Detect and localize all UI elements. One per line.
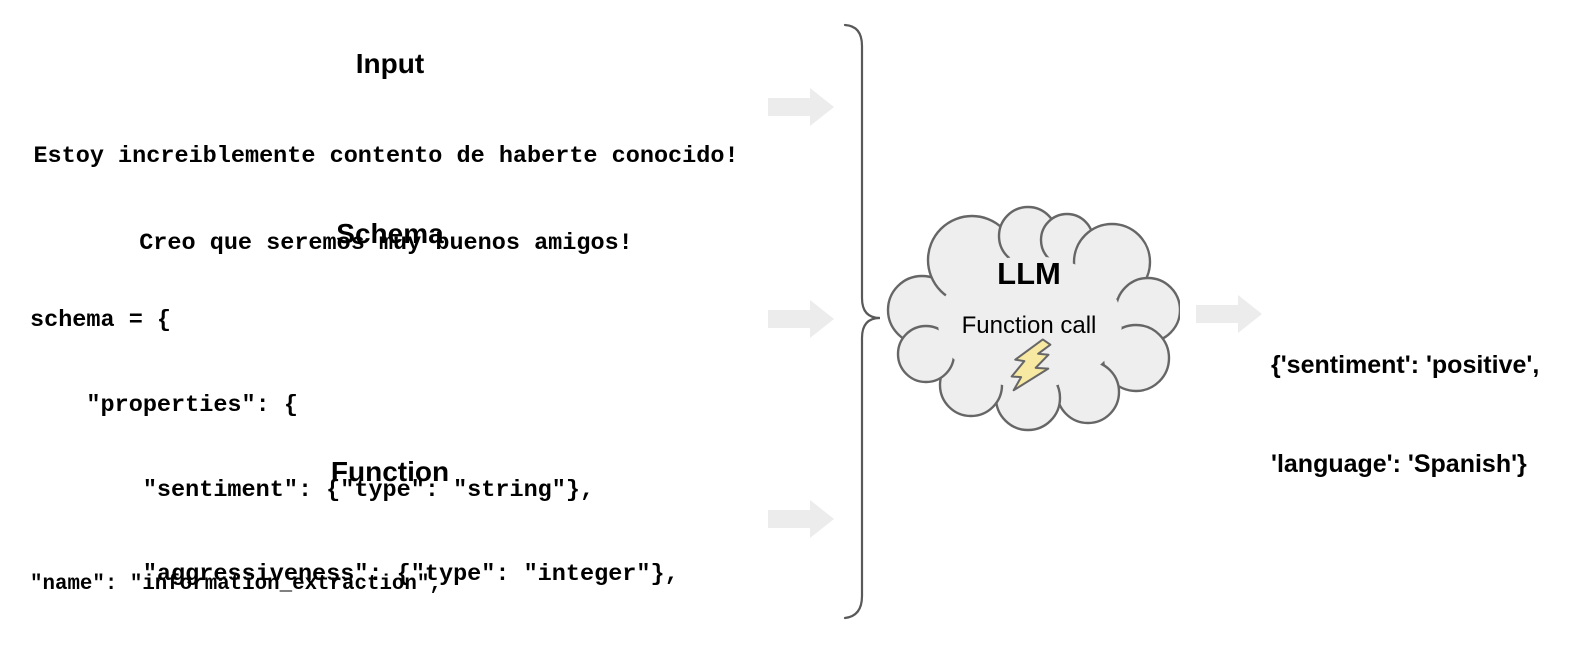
schema-section-title: Schema (336, 218, 444, 249)
function-arrow-icon (768, 500, 834, 538)
grouping-brace (843, 23, 881, 620)
schema-arrow-icon (768, 300, 834, 338)
output-arrow-icon (1196, 295, 1262, 333)
output-result-block: {'sentiment': 'positive', 'language': 'S… (1271, 283, 1539, 547)
schema-code-line-2: "properties": { (30, 392, 298, 420)
output-result-line-2: 'language': 'Spanish'} (1271, 450, 1527, 478)
schema-code-line-1: schema = { (30, 307, 172, 335)
input-text-line-2: Creo que seremos muy buenos amigos! (139, 230, 633, 257)
input-arrow-icon (768, 88, 834, 126)
function-code-block: "name": "information_extraction", "descr… (30, 491, 729, 647)
input-text-block: Estoy increiblemente contento de haberte… (30, 84, 742, 316)
llm-cloud (886, 205, 1180, 432)
function-section-title: Function (330, 456, 450, 487)
llm-label: LLM (997, 256, 1061, 291)
input-section-title: Input (355, 48, 425, 79)
input-text-line-1: Estoy increiblemente contento de haberte… (33, 143, 739, 170)
schema-code-block: schema = { "properties": { "sentiment": … (30, 251, 679, 647)
function-call-label: Function call (961, 312, 1097, 339)
output-result-line-1: {'sentiment': 'positive', (1271, 351, 1540, 379)
function-code-line-1: "name": "information_extraction", (30, 573, 442, 596)
schema-code-line-4: "aggressiveness": {"type": "integer"}, (30, 561, 679, 589)
lightning-bolt-icon (1010, 338, 1052, 392)
schema-code-line-5: "language": {"type": "string"}, (30, 646, 679, 647)
schema-code-line-3: "sentiment": {"type": "string"}, (30, 476, 595, 504)
